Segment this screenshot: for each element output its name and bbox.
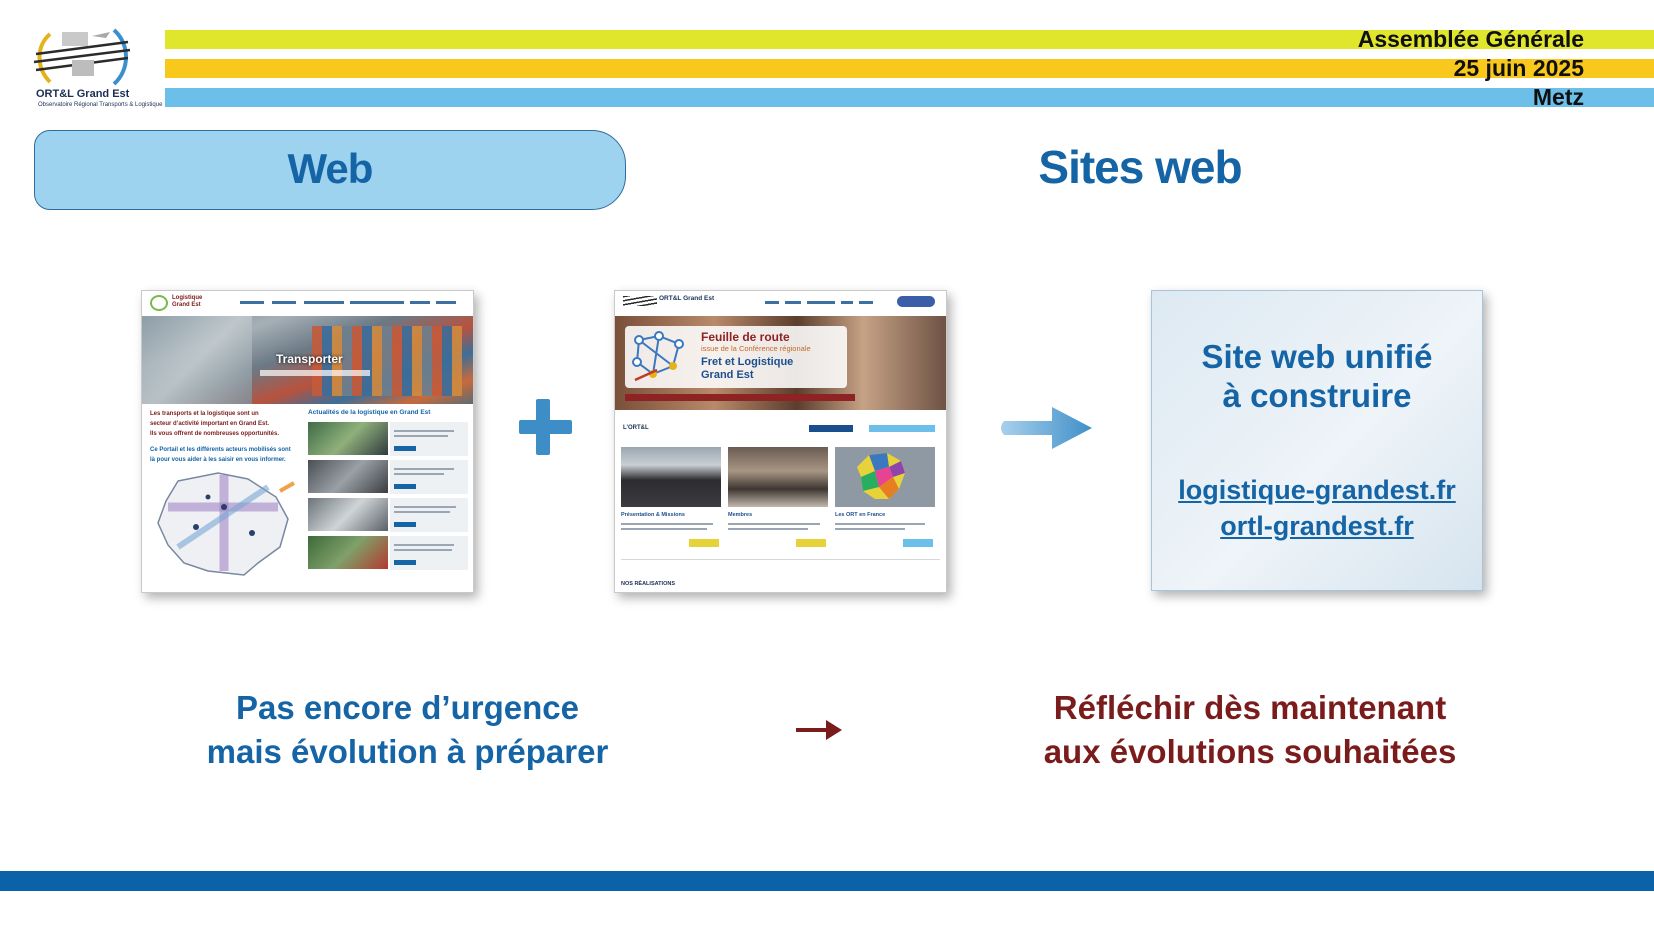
thumb-footer-label: NOS RÉALISATIONS [621, 581, 675, 587]
thumb-hero-title: Transporter [276, 352, 343, 366]
thumbnail-ortl-grandest: ORT&L Grand Est Feuille de route issue d… [614, 290, 947, 593]
thumb-logo-text: Logistique Grand Est [172, 295, 203, 308]
page-title: Sites web [1038, 141, 1242, 193]
thumb-hero-line3: Fret et Logistique Grand Est [701, 356, 794, 381]
ortl-logo: ORT&L Grand Est Observatoire Régional Tr… [28, 24, 162, 114]
thumb-hero-line1: Feuille de route [701, 330, 790, 344]
logo-subtitle: Observatoire Régional Transports & Logis… [38, 102, 163, 108]
event-title: Assemblée Générale [1357, 26, 1584, 52]
thumb-news-heading: Actualités de la logistique en Grand Est [308, 409, 431, 416]
plus-icon [519, 420, 572, 434]
statement-left: Pas encore d’urgence mais évolution à pr… [206, 689, 609, 770]
thumb-section-label: L’ORT&L [623, 425, 649, 431]
footer-bar [0, 871, 1654, 891]
network-diagram-icon [632, 331, 684, 382]
thumb-nav: ORT&L Grand Est [615, 291, 946, 315]
thumb-card1-title: Présentation & Missions [621, 512, 685, 518]
section-tab: Web [34, 130, 626, 210]
thumb-card2-title: Membres [728, 512, 753, 518]
thumb-card1-image [621, 447, 721, 507]
event-date: 25 juin 2025 [1453, 55, 1584, 81]
logo-emblem-icon [33, 28, 131, 86]
thumb-hero-line2: issue de la Conférence régionale [701, 344, 811, 353]
link-logistique-grandest[interactable]: logistique-grandest.fr [1178, 475, 1456, 505]
statement-right: Réfléchir dès maintenant aux évolutions … [1043, 689, 1457, 770]
thumb-intro: Les transports et la logistique sont un … [150, 411, 291, 463]
thumb-card3-image [835, 447, 935, 507]
thumb-news-list [308, 422, 468, 588]
thumb-hero-card: Feuille de route issue de la Conférence … [625, 326, 847, 388]
thumb-region-map [157, 472, 295, 576]
thumb-hero-image: Feuille de route issue de la Conférence … [615, 316, 946, 410]
event-location: Metz [1532, 84, 1584, 110]
section-tab-label: Web [287, 145, 374, 192]
thumb-nav: Logistique Grand Est [142, 291, 473, 315]
thumb-logo-icon [150, 295, 168, 311]
thumb-card3-title: Les ORT en France [835, 512, 886, 518]
unified-site-box: Site web unifié à construire logistique-… [1151, 290, 1483, 591]
france-map-icon [857, 453, 905, 499]
thumb-hero-image: Transporter [142, 316, 473, 404]
thumb-logo-text: ORT&L Grand Est [659, 295, 715, 302]
logo-name: ORT&L Grand Est [36, 88, 130, 100]
unified-site-title: Site web unifié à construire [1201, 338, 1433, 414]
thumb-card2-image [728, 447, 828, 507]
header-band-blue [165, 88, 1654, 107]
header-band-yellow [165, 30, 1654, 49]
header-band-orange [165, 59, 1654, 78]
small-arrow-right-icon [796, 720, 842, 740]
thumbnail-logistique-grandest: Logistique Grand Est Transporter Les tra… [141, 290, 474, 593]
arrow-right-icon [1001, 407, 1092, 449]
link-ortl-grandest[interactable]: ortl-grandest.fr [1220, 511, 1414, 541]
thumb-logo-icon [623, 296, 657, 306]
